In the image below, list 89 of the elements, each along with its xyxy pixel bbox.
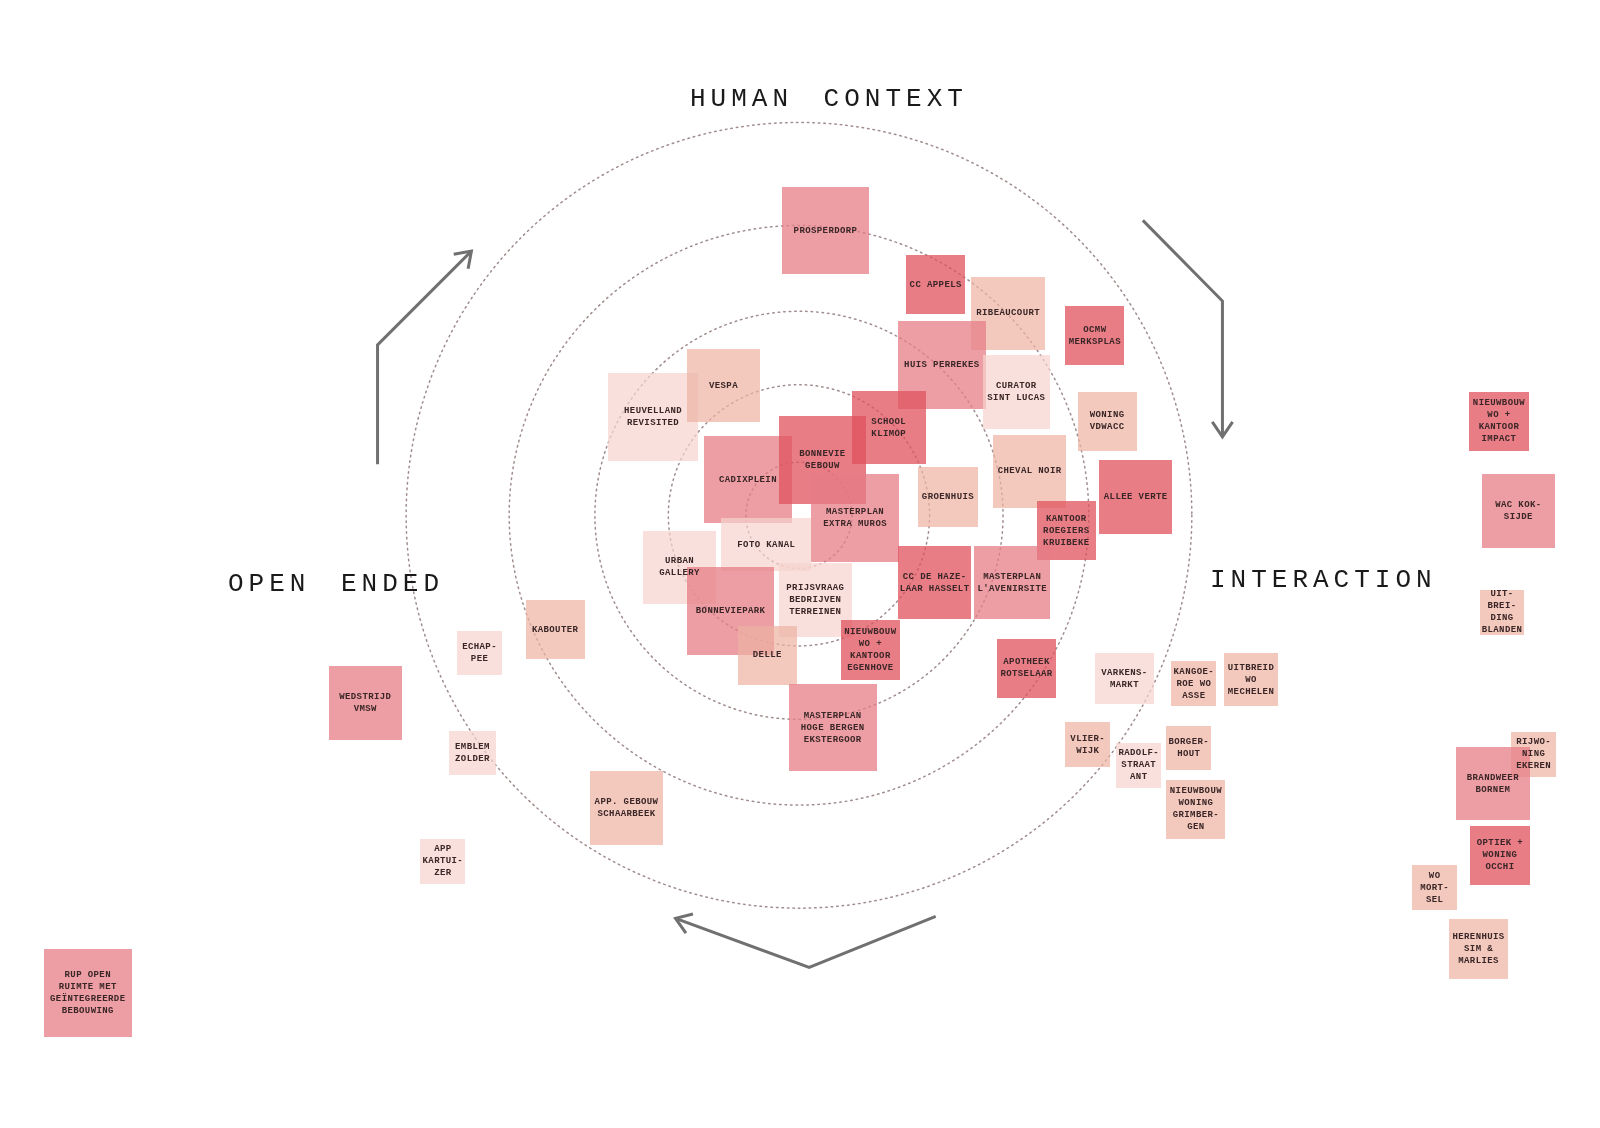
project-name: WO MORT- SEL [1419,869,1451,906]
project-square [781,186,870,275]
project-name: SCHOOL KLIMOP [870,415,908,440]
project-square [1470,825,1530,885]
project-name: EMBLEM ZOLDER [454,741,491,766]
project-name: CHEVAL NOIR [996,465,1063,478]
project-square [448,730,496,776]
project-square [328,666,403,740]
project-name: NIEUWBOUW WO + KANTOOR IMPACT [1471,397,1527,446]
project-name: NIEUWBOUW WO + KANTOOR EGENHOVE [843,625,898,674]
project-name: MASTERPLAN HOGE BERGEN EKSTERGOOR [799,709,866,746]
project-square [608,373,698,462]
project-name: BORGER- HOUT [1167,735,1211,760]
project-name: APP KARTUI- ZER [421,843,465,880]
project-name: MASTERPLAN L'AVENIRSITE [976,570,1049,595]
project-name: BONNEVIE GEBOUW [798,448,847,473]
project-square [1098,460,1173,534]
project-name: VARKENS- MARKT [1100,666,1149,691]
project-square [1224,653,1278,707]
axis-label: OPEN ENDED [228,568,445,601]
project-name: BONNEVIEPARK [694,605,767,618]
axis-label: HUMAN CONTEXT [690,83,968,116]
project-square [974,545,1050,620]
project-name: RUP OPEN RUIMTE MET GEÏNTEGREERDE BEBOUWING [49,968,127,1017]
project-square [982,355,1050,429]
project-square [1412,865,1458,911]
project-square [996,638,1057,698]
project-name: WONING VDWACC [1088,409,1126,434]
project-square [1077,391,1137,451]
project-name: RIBEAUCOURT [975,307,1042,320]
project-name: MASTERPLAN EXTRA MUROS [822,506,888,531]
project-name: HUIS PERREKES [903,359,981,372]
project-name: KANTOOR ROEGIERS KRUIBEKE [1042,512,1091,549]
project-square [897,545,972,620]
project-name: WAC KOK- SIJDE [1494,499,1543,524]
project-square [1166,779,1226,839]
project-square [1036,501,1096,561]
project-name: KABOUTER [530,623,580,636]
project-square [971,276,1045,350]
project-name: VLIER- WIJK [1069,732,1107,757]
project-name: RADOLF- STRAAT ANT [1117,747,1161,784]
project-square [525,600,585,660]
project-name: PROSPERDORP [792,224,859,237]
project-name: HEUVELLAND REVISITED [623,405,684,430]
project-square [788,683,877,772]
project-square [840,620,900,680]
project-name: URBAN GALLERY [658,555,701,580]
project-square [992,434,1067,509]
project-name: OPTIEK + WONING OCCHI [1475,837,1525,874]
project-square [686,348,761,423]
project-name: FOTO KANAL [736,538,797,551]
project-square [1065,722,1111,768]
project-square [897,321,986,410]
project-name: PRIJSVRAAG BEDRIJVEN TERREINEN [785,582,846,618]
project-name: APOTHEEK ROTSELAAR [999,656,1054,681]
project-square [457,630,502,676]
project-name: GROENHUIS [920,490,976,503]
project-name: BRANDWEER BORNEM [1465,771,1520,796]
project-name: RIJWO- NING EKEREN [1515,736,1553,773]
project-name: CC DE HAZE- LAAR HASSELT [898,570,971,595]
project-square [906,255,966,315]
project-square [737,625,797,685]
project-name: WEDSTRIJD VMSW [338,691,393,716]
project-square [1469,391,1529,451]
project-square [1166,725,1212,771]
project-square [589,771,664,845]
project-name: DELLE [751,649,783,662]
project-name: CADIXPLEIN [717,473,778,486]
project-name: CC APPELS [908,278,963,291]
project-name: HERENHUIS SIM & MARLIES [1451,930,1506,967]
project-square [811,474,899,563]
project-name: NIEUWBOUW WONING GRIMBER- GEN [1168,785,1223,834]
project-name: ECHAP- PEE [461,641,498,666]
project-name: CURATOR SINT LUCAS [986,379,1047,404]
project-name: ALLEE VERTE [1102,490,1169,503]
project-name: VESPA [707,379,739,392]
project-square [721,518,812,572]
project-name: OCMW MERKSPLAS [1067,323,1122,348]
project-square [918,467,978,527]
project-square [1448,919,1509,979]
project-square [1481,474,1556,548]
project-name: APP. GEBOUW SCHAARBEEK [593,796,660,821]
project-square [1094,653,1155,705]
project-name: UITBREID WO MECHELEN [1226,661,1276,698]
project-square [43,948,132,1037]
axis-label: INTERACTION [1210,564,1437,597]
project-square [1065,306,1125,366]
project-name: KANGOE- ROE WO ASSE [1172,665,1216,702]
project-name: UIT- BREI- DING BLANDEN [1480,588,1524,637]
